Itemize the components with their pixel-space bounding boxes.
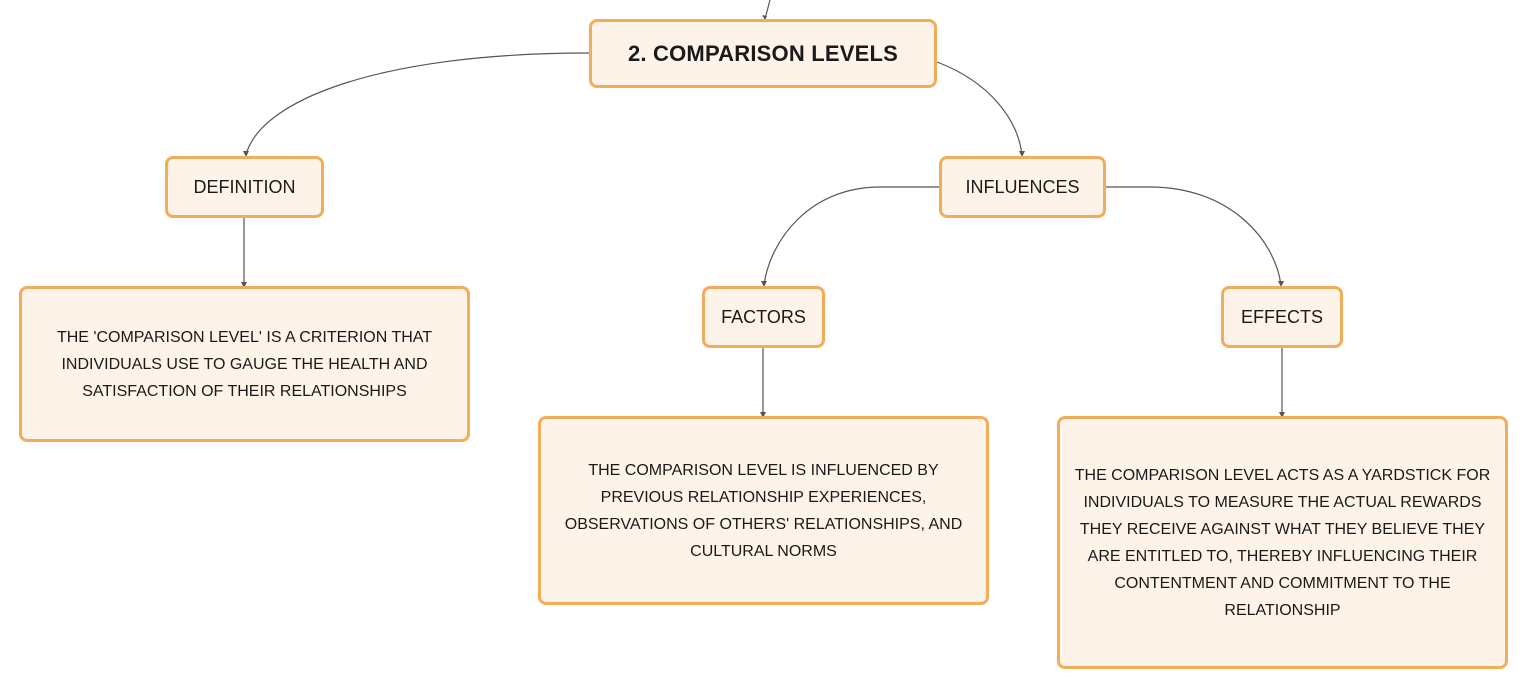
definition-node[interactable]: DEFINITION — [165, 156, 324, 218]
definition-text-node[interactable]: THE 'COMPARISON LEVEL' IS A CRITERION TH… — [19, 286, 470, 442]
connector-effects-text-arrow — [1279, 412, 1285, 418]
effects-node-label: EFFECTS — [1240, 306, 1323, 327]
influences-node[interactable]: INFLUENCES — [939, 156, 1106, 218]
connector-influences-factors — [763, 186, 939, 286]
connector-root-influences — [936, 61, 1023, 156]
influences-node-label: INFLUENCES — [965, 176, 1080, 197]
connector-influences-factors-arrow — [761, 281, 767, 287]
connector-factors-text-arrow — [760, 412, 766, 418]
connector-root-definition — [245, 52, 590, 156]
factors-node[interactable]: FACTORS — [702, 286, 825, 348]
effects-text-node[interactable]: THE COMPARISON LEVEL ACTS AS A YARDSTICK… — [1057, 416, 1508, 669]
effects-text: THE COMPARISON LEVEL ACTS AS A YARDSTICK… — [1074, 466, 1491, 619]
definition-text: THE 'COMPARISON LEVEL' IS A CRITERION TH… — [56, 328, 433, 400]
factors-node-label: FACTORS — [721, 306, 806, 327]
connector-root-influences-arrow — [1019, 151, 1025, 157]
connector-influences-effects-arrow — [1278, 281, 1284, 287]
definition-node-label: DEFINITION — [193, 176, 296, 197]
factors-text-node[interactable]: THE COMPARISON LEVEL IS INFLUENCED BY PR… — [538, 416, 989, 605]
connector-incoming-arrow — [762, 15, 767, 20]
factors-text: THE COMPARISON LEVEL IS INFLUENCED BY PR… — [564, 461, 963, 560]
root-node[interactable]: 2. COMPARISON LEVELS — [589, 19, 937, 88]
root-node-label: 2. COMPARISON LEVELS — [627, 40, 899, 66]
connector-root-definition-arrow — [243, 151, 249, 157]
effects-node[interactable]: EFFECTS — [1221, 286, 1343, 348]
connector-definition-text-arrow — [241, 282, 247, 288]
connector-influences-effects — [1106, 186, 1282, 286]
